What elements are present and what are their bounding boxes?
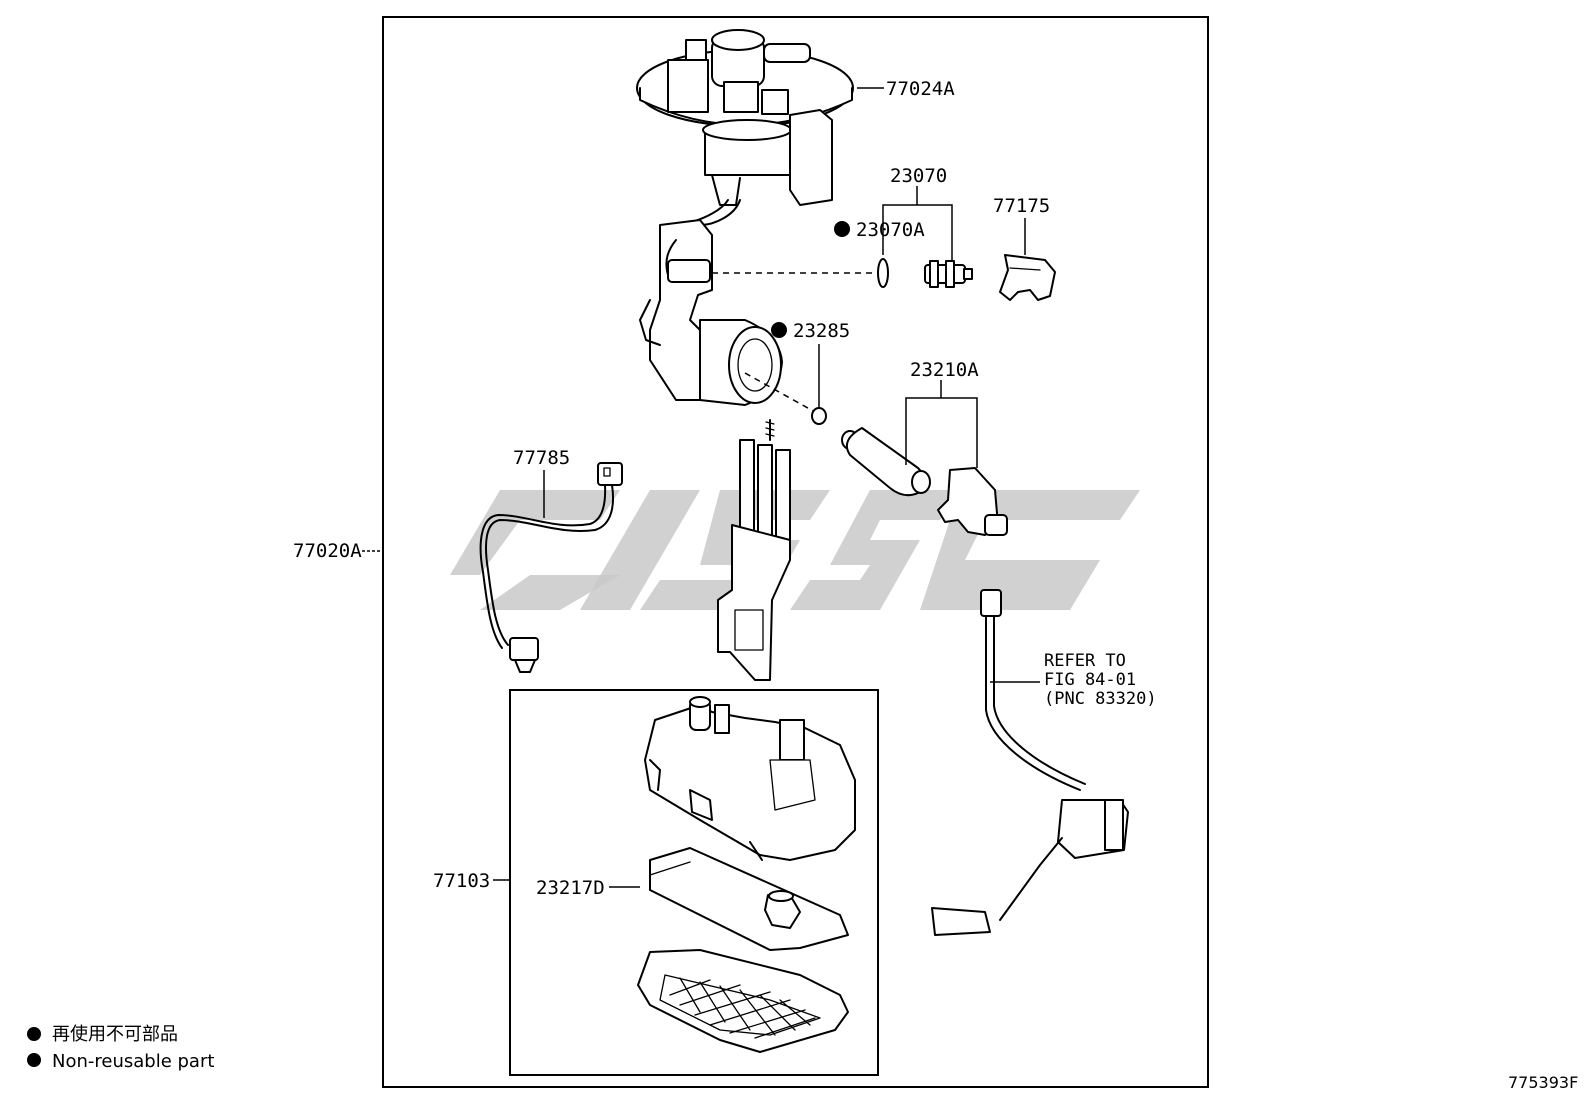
watermark-logo <box>450 490 1140 610</box>
label-23217D: 23217D <box>536 877 605 899</box>
label-77020A: 77020A <box>293 540 362 562</box>
fuel-pump-flange <box>636 29 854 226</box>
label-23070: 23070 <box>890 165 947 187</box>
fuel-filter-pad <box>649 847 849 951</box>
pump-o-ring <box>811 407 827 425</box>
legend-text-en: Non-reusable part <box>52 1051 214 1072</box>
fuel-pump <box>841 427 1008 536</box>
suction-screen-cover <box>637 949 849 1053</box>
legend-text-cn: 再使用不可部品 <box>52 1024 178 1045</box>
label-23285: 23285 <box>793 320 850 342</box>
suction-filter-bracket <box>717 419 791 681</box>
pressure-regulator <box>877 258 973 288</box>
suction-plate-group-frame <box>509 689 879 1076</box>
refer-note-line1: REFER TO <box>1044 651 1126 671</box>
label-77103: 77103 <box>433 870 490 892</box>
refer-note-line3: (PNC 83320) <box>1044 689 1157 709</box>
refer-note-line2: FIG 84-01 <box>1044 670 1136 690</box>
suction-plate-housing <box>644 696 856 861</box>
label-77175: 77175 <box>993 195 1050 217</box>
legend-bullet-cn <box>27 1027 41 1041</box>
non-reusable-marker-23285 <box>771 322 787 338</box>
label-23210A: 23210A <box>910 359 979 381</box>
pump-bracket-assembly <box>639 219 783 406</box>
fuel-sender-gauge <box>931 589 1129 936</box>
wire-harness <box>479 462 623 673</box>
figure-code: 775393F <box>1508 1073 1578 1092</box>
legend-bullet-en <box>27 1053 41 1067</box>
non-reusable-marker-23070A <box>834 221 850 237</box>
diagram-frame <box>382 16 1209 1088</box>
regulator-clip <box>999 254 1056 301</box>
label-77024A: 77024A <box>886 78 955 100</box>
label-77785: 77785 <box>513 447 570 469</box>
label-23070A: 23070A <box>856 219 925 241</box>
